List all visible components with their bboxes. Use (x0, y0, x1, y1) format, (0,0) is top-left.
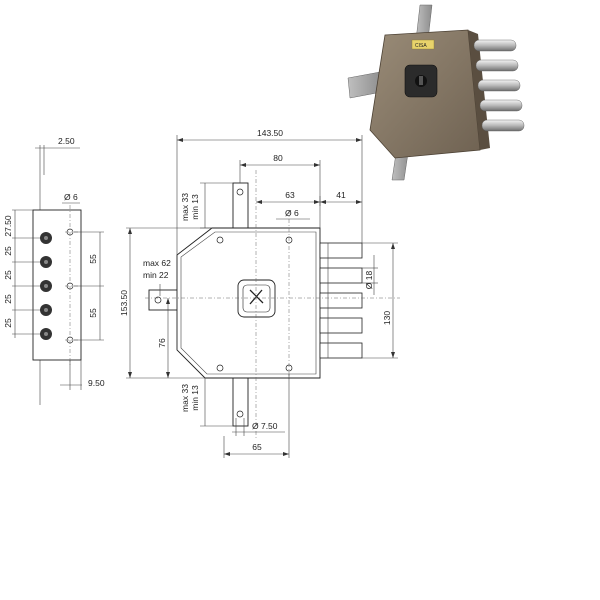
dim-pitch-4: 25 (3, 318, 13, 328)
dim-width-80: 80 (273, 153, 283, 163)
photo-bolts (473, 39, 525, 132)
bolt-4 (319, 317, 363, 334)
bottom-tab (232, 375, 249, 427)
dim-width-63: 63 (285, 190, 295, 200)
bolt-1 (319, 242, 363, 259)
photo-bolt-1 (473, 39, 517, 52)
dim-max33-top: max 33 (180, 193, 190, 221)
dim-tab-dia: Ø 7.50 (252, 421, 278, 431)
dim-pin-dia-right: Ø 6 (285, 208, 299, 218)
dim-right-55-top: 55 (88, 254, 98, 264)
dim-overall-height: 153.50 (119, 290, 129, 316)
case-hole-3 (216, 364, 224, 372)
side-view: 2.50 Ø 6 27.50 25 25 25 25 55 55 9.50 (3, 136, 105, 405)
photo-bolt-4 (479, 99, 523, 112)
top-tab (232, 182, 249, 229)
front-view: 143.50 80 63 41 Ø 6 Ø 18 130 153.50 (119, 128, 400, 458)
dim-width-41: 41 (336, 190, 346, 200)
photo-bolt-5 (481, 119, 525, 132)
dim-height-130: 130 (382, 311, 392, 325)
dim-pin-dia-left: Ø 6 (64, 192, 78, 202)
dim-pitch-1: 25 (3, 246, 13, 256)
keyhole-plate (237, 279, 276, 318)
dim-bottom-65: 65 (252, 442, 262, 452)
photo-bolt-3 (477, 79, 521, 92)
side-bolt-heads (40, 232, 52, 340)
dim-pitch-3: 25 (3, 294, 13, 304)
photo-brand-label (411, 39, 435, 50)
dim-side-width: 2.50 (58, 136, 75, 146)
dim-pitch-2: 25 (3, 270, 13, 280)
dim-max33-bottom: max 33 (180, 384, 190, 412)
dim-bolt-dia: Ø 18 (364, 271, 374, 290)
dim-height-76: 76 (157, 338, 167, 348)
product-photo: CISA (347, 4, 525, 181)
photo-brand-text: CISA (415, 43, 427, 49)
dim-min13-top: min 13 (190, 194, 200, 220)
case-hole-1 (216, 236, 224, 244)
dim-bottom-offset: 9.50 (88, 378, 105, 388)
bolt-5 (319, 342, 363, 359)
front-bolts (319, 242, 363, 359)
photo-bolt-2 (475, 59, 519, 72)
bolt-3 (319, 292, 363, 309)
bolt-2 (319, 267, 363, 284)
dim-right-55-bottom: 55 (88, 308, 98, 318)
dim-pitch-top: 27.50 (3, 215, 13, 237)
dim-overall-width: 143.50 (257, 128, 283, 138)
dim-max62: max 62 (143, 258, 171, 268)
dim-min22: min 22 (143, 270, 169, 280)
left-tab (148, 289, 180, 311)
dim-min13-bottom: min 13 (190, 385, 200, 411)
